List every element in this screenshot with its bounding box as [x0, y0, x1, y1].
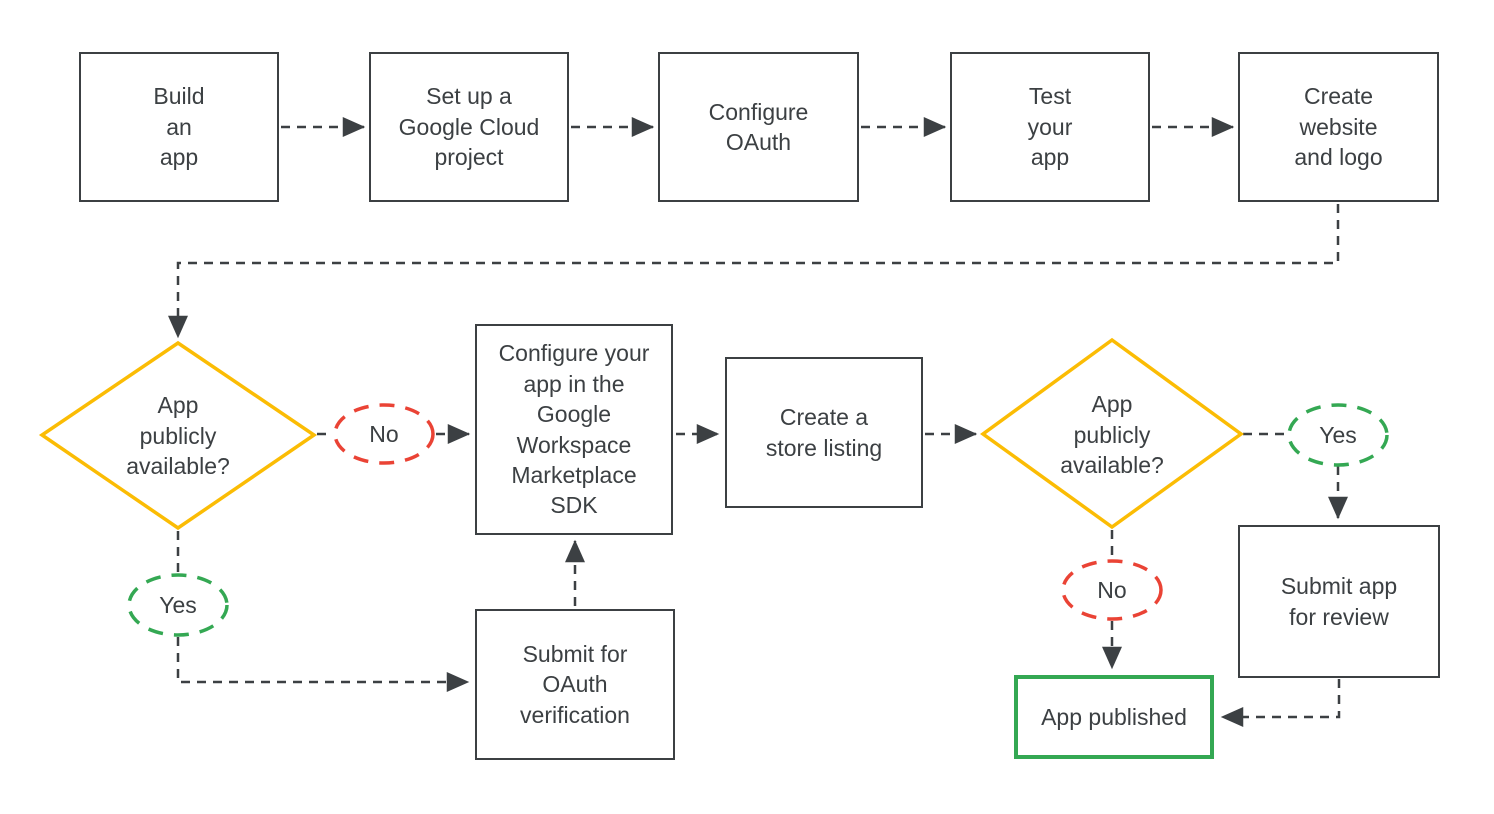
no1-badge-outline [333, 403, 435, 465]
step-configure-oauth: Configure OAuth [658, 52, 859, 202]
decision2-diamond [980, 337, 1244, 530]
step-submit-app-for-review: Submit app for review [1238, 525, 1440, 678]
terminal-app-published: App published [1014, 675, 1214, 759]
step-submit-oauth-verification: Submit for OAuth verification [475, 609, 675, 760]
connector-website-to-decision1 [168, 204, 1340, 339]
branch-no2-label: No [1097, 576, 1127, 603]
step-test-your-app: Test your app [950, 52, 1150, 202]
branch-yes2-label: Yes [1319, 421, 1357, 448]
branch-no1-label: No [369, 420, 399, 447]
connector-review-to-published [1220, 679, 1341, 727]
branch-yes1-label: Yes [159, 591, 197, 618]
step-create-website-and-logo: Create website and logo [1238, 52, 1439, 202]
connector-yes-to-oauth-verification [176, 637, 470, 692]
step-setup-google-cloud-project: Set up a Google Cloud project [369, 52, 569, 202]
decision1-diamond [38, 340, 318, 531]
step-build-app: Build an app [79, 52, 279, 202]
yes2-badge-outline [1287, 403, 1389, 467]
decision1-label: App publicly available? [126, 392, 230, 480]
step-create-store-listing: Create a store listing [725, 357, 923, 508]
step-configure-marketplace-sdk: Configure your app in the Google Workspa… [475, 324, 673, 535]
no2-badge-outline [1061, 559, 1163, 621]
yes1-badge-outline [127, 573, 229, 637]
decision2-label: App publicly available? [1060, 391, 1164, 479]
